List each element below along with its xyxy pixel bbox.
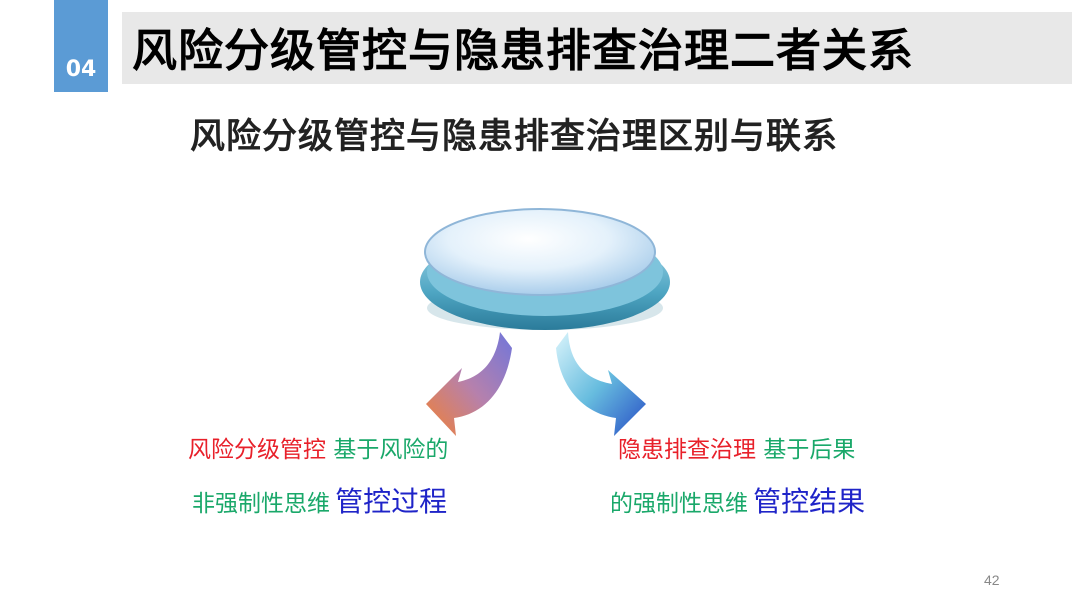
consequence-based-text: 基于后果 <box>763 437 856 463</box>
control-process-text: 管控过程 <box>335 485 448 518</box>
slide-subtitle: 风险分级管控与隐患排查治理区别与联系 <box>190 117 839 157</box>
right-caption-line-1: 隐患排查治理 基于后果 <box>618 430 855 464</box>
page-title: 风险分级管控与隐患排查治理二者关系 <box>132 24 915 77</box>
left-caption-line-1: 风险分级管控 基于风险的 <box>188 430 448 464</box>
hazard-investigation-label: 隐患排查治理 <box>618 437 756 463</box>
left-arrow <box>426 332 512 436</box>
disc-with-arrows-graphic <box>420 208 670 436</box>
mandatory-thinking-text: 的强制性思维 <box>610 491 748 517</box>
non-mandatory-thinking-text: 非强制性思维 <box>192 491 330 517</box>
page-number: 42 <box>984 572 1000 588</box>
risk-control-label: 风险分级管控 <box>188 437 326 463</box>
right-arrow <box>556 332 646 436</box>
right-caption-line-2: 的强制性思维 管控结果 <box>610 480 865 520</box>
control-result-text: 管控结果 <box>753 485 866 518</box>
section-number-tab: 04 <box>54 0 108 92</box>
left-caption-line-2: 非强制性思维 管控过程 <box>192 480 447 520</box>
disc-top <box>424 208 656 296</box>
title-bar <box>122 12 1072 84</box>
risk-based-text: 基于风险的 <box>333 437 449 463</box>
section-number: 04 <box>65 57 97 82</box>
